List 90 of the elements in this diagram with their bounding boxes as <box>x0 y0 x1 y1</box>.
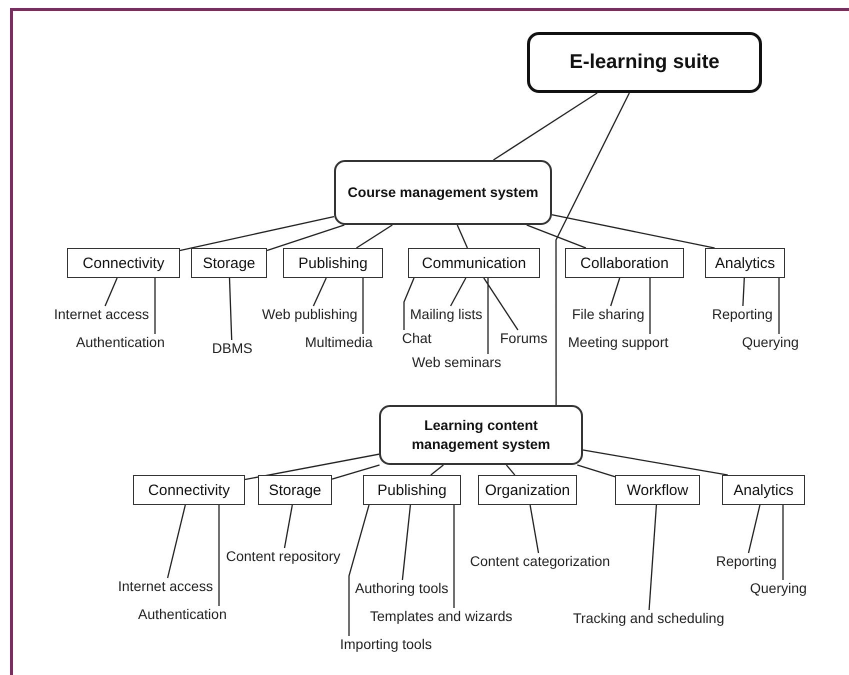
leaf-label: DBMS <box>212 340 252 357</box>
category-box <box>615 475 700 505</box>
leaf-label: Web publishing <box>262 306 358 323</box>
connector-line <box>312 278 327 306</box>
leaf-label: Multimedia <box>305 334 373 351</box>
leaf-label: Templates and wizards <box>370 608 512 625</box>
box-title: Course management system <box>348 183 538 202</box>
connector-line <box>402 504 412 580</box>
connector-line <box>778 278 780 334</box>
connector-line <box>154 278 156 334</box>
category-box <box>363 475 461 505</box>
connector-line <box>555 92 630 405</box>
connector-line <box>487 278 489 354</box>
connector-line <box>782 505 784 580</box>
leaf-label: Authoring tools <box>355 580 448 597</box>
connector-line <box>483 278 518 330</box>
connector-line <box>526 224 586 249</box>
leaf-label: Authentication <box>76 334 165 351</box>
box-title: Collaboration <box>580 254 669 272</box>
leaf-label: Querying <box>750 580 807 597</box>
box-title: Learning content management system <box>410 416 552 454</box>
connector-line <box>284 504 293 548</box>
connector-line <box>529 504 540 554</box>
category-box <box>408 248 540 278</box>
connector-line <box>332 464 380 480</box>
connector-line <box>456 224 468 248</box>
box-title: Connectivity <box>148 482 230 498</box>
connector-line <box>228 278 232 340</box>
leaf-label: Querying <box>742 334 799 351</box>
connector-line <box>649 278 651 334</box>
leaf-label: Web seminars <box>412 354 502 371</box>
category-box <box>133 475 245 505</box>
box-title: Connectivity <box>82 254 164 272</box>
box-title: Communication <box>422 254 526 272</box>
leaf-label: Internet access <box>54 306 149 323</box>
leaf-label: Internet access <box>118 578 213 595</box>
leaf-label: File sharing <box>572 306 644 323</box>
box-title: Publishing <box>298 254 368 272</box>
system-box <box>334 160 552 225</box>
connector-line <box>362 278 364 334</box>
connector-line <box>748 504 761 554</box>
connector-line <box>453 505 455 608</box>
connector-line <box>582 449 728 476</box>
connector-line <box>266 224 344 252</box>
box-title: Workflow <box>626 482 688 498</box>
box-title: E-learning suite <box>569 51 720 74</box>
leaf-label: Meeting support <box>568 334 668 351</box>
connector-line <box>166 504 186 578</box>
category-box <box>565 248 684 278</box>
box-title: Analytics <box>733 482 794 498</box>
category-box <box>478 475 577 505</box>
connector-line <box>493 92 598 161</box>
system-box <box>527 32 762 93</box>
leaf-label: Content repository <box>226 548 340 565</box>
leaf-label: Importing tools <box>340 636 432 653</box>
connector-line <box>244 454 380 480</box>
leaf-label: Forums <box>500 330 548 347</box>
box-title: Organization <box>484 482 570 498</box>
box-title: Storage <box>268 482 322 498</box>
connector-line <box>403 278 415 330</box>
category-box <box>191 248 267 278</box>
connector-line <box>742 278 745 306</box>
leaf-label: Reporting <box>716 553 777 570</box>
box-title: Publishing <box>377 482 447 498</box>
category-box <box>705 248 785 278</box>
leaf-label: Authentication <box>138 606 227 623</box>
leaf-label: Mailing lists <box>410 306 482 323</box>
category-box <box>722 475 805 505</box>
connector-line <box>104 278 118 306</box>
leaf-label: Chat <box>402 330 432 347</box>
connector-line <box>577 464 616 478</box>
connector-line <box>218 505 220 606</box>
leaf-label: Reporting <box>712 306 773 323</box>
leaf-label: Content categorization <box>470 553 610 570</box>
box-title: Analytics <box>714 254 776 272</box>
system-box <box>379 405 583 465</box>
connector-line <box>180 216 334 252</box>
category-box <box>258 475 332 505</box>
connector-line <box>450 278 466 306</box>
box-title: Storage <box>202 254 256 272</box>
connector-line <box>648 504 658 610</box>
leaf-label: Tracking and scheduling <box>573 610 724 627</box>
category-box <box>67 248 180 278</box>
connector-line <box>506 464 516 476</box>
category-box <box>283 248 383 278</box>
connector-line <box>356 224 393 249</box>
connector-line <box>552 214 715 249</box>
connector-line <box>430 464 444 476</box>
connector-line <box>610 278 620 306</box>
connector-line <box>348 504 370 636</box>
